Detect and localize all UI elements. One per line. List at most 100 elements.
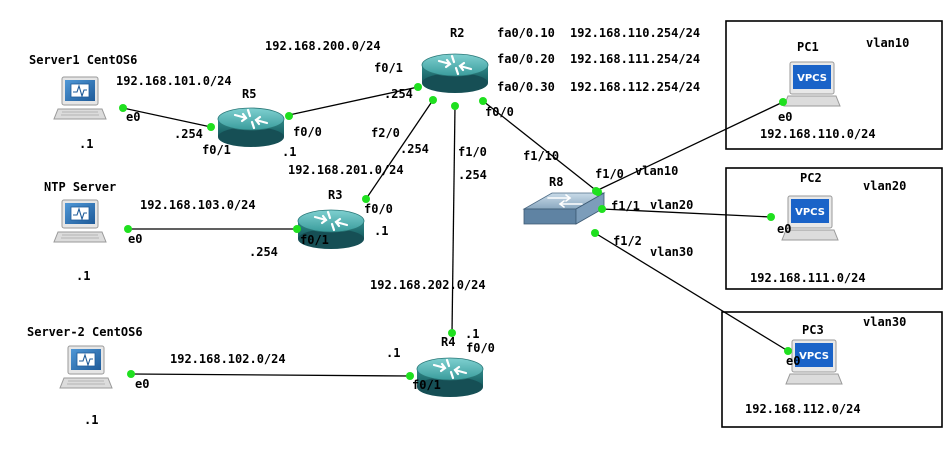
server2-ip: .1 [84, 413, 98, 427]
pc1-vlan: vlan10 [866, 36, 909, 50]
r4-ip1a: .1 [465, 327, 479, 341]
link-r2-r4 [451, 105, 456, 334]
pc2-vlan: vlan20 [863, 179, 906, 193]
pc3-badge: VPCS [799, 351, 829, 362]
pc1-net: 192.168.110.0/24 [760, 127, 876, 141]
r5-router-icon[interactable] [216, 106, 286, 149]
server1-computer-icon[interactable] [53, 76, 107, 120]
pc1-badge: VPCS [797, 73, 827, 84]
dot-r4-f01 [406, 372, 414, 380]
r2-net200: 192.168.200.0/24 [265, 39, 381, 53]
ntp-server-computer-icon[interactable] [53, 199, 107, 243]
r4-name: R4 [441, 335, 455, 349]
dot-r5-f00 [285, 112, 293, 120]
r4-net202: 192.168.202.0/24 [370, 278, 486, 292]
r2-ip254b: .254 [400, 142, 429, 156]
labels: Server1 CentOS6 192.168.101.0/24 e0 .1 R… [27, 26, 909, 427]
r8-switch-icon[interactable] [522, 192, 606, 225]
vlan20-frame [725, 167, 943, 290]
r8-vlan30: vlan30 [650, 245, 693, 259]
link-r2-r8 [482, 100, 599, 193]
subif-1-ip: 192.168.110.254/24 [570, 26, 700, 40]
r2-ip254a: .254 [384, 87, 413, 101]
r4-f01: f0/1 [412, 378, 441, 392]
subif-3-ip: 192.168.112.254/24 [570, 80, 700, 94]
r3-net201: 192.168.201.0/24 [288, 163, 404, 177]
link-r2-r3 [365, 99, 434, 200]
server2-net: 192.168.102.0/24 [170, 352, 286, 366]
r3-name: R3 [328, 188, 342, 202]
r2-f01: f0/1 [374, 61, 403, 75]
r3-f01: f0/1 [300, 233, 329, 247]
dot-ntp-e0 [124, 225, 132, 233]
pc2-name: PC2 [800, 171, 822, 185]
r8-name: R8 [549, 175, 563, 189]
pc1-name: PC1 [797, 40, 819, 54]
ntp-iface: e0 [128, 232, 142, 246]
link-r5-r2 [288, 86, 419, 116]
server1-net: 192.168.101.0/24 [116, 74, 232, 88]
server2-iface: e0 [135, 377, 149, 391]
server1-name: Server1 CentOS6 [29, 53, 137, 67]
ntp-ip: .1 [76, 269, 90, 283]
r5-ip254: .254 [174, 127, 203, 141]
ntp-net: 192.168.103.0/24 [140, 198, 256, 212]
r2-router-icon[interactable] [420, 52, 490, 95]
pc1-vpcs-icon[interactable]: VPCS [783, 61, 841, 107]
pc1-iface: e0 [778, 110, 792, 124]
pc3-net: 192.168.112.0/24 [745, 402, 861, 416]
r8-f110: f1/10 [523, 149, 559, 163]
r4-f00: f0/0 [466, 341, 495, 355]
server1-iface: e0 [126, 110, 140, 124]
dot-r3-f00 [362, 195, 370, 203]
pc2-iface: e0 [777, 222, 791, 236]
pc2-vpcs-icon[interactable]: VPCS [781, 195, 839, 241]
dot-pc1-e0 [779, 98, 787, 106]
server1-ip: .1 [79, 137, 93, 151]
pc3-name: PC3 [802, 323, 824, 337]
subif-3-name: fa0/0.30 [497, 80, 555, 94]
link-server2-r4 [130, 373, 411, 377]
r5-name: R5 [242, 87, 256, 101]
pc3-vlan: vlan30 [863, 315, 906, 329]
r5-f01: f0/1 [202, 143, 231, 157]
dot-r2-f20 [429, 96, 437, 104]
pc2-net: 192.168.111.0/24 [750, 271, 866, 285]
r8-vlan10: vlan10 [635, 164, 678, 178]
pc2-badge: VPCS [795, 207, 825, 218]
ntp-name: NTP Server [44, 180, 116, 194]
dot-server2-e0 [127, 370, 135, 378]
dot-r8-f10 [592, 187, 600, 195]
vlan30-frame [721, 311, 943, 428]
r8-f12: f1/2 [613, 234, 642, 248]
r2-f20: f2/0 [371, 126, 400, 140]
r3-f00: f0/0 [364, 202, 393, 216]
link-r8-pc2 [601, 208, 772, 218]
pc3-vpcs-icon[interactable]: VPCS [785, 339, 843, 385]
dot-pc2-e0 [767, 213, 775, 221]
subif-2-ip: 192.168.111.254/24 [570, 52, 700, 66]
subif-2-name: fa0/0.20 [497, 52, 555, 66]
dot-r3-f01 [293, 225, 301, 233]
subif-1-name: fa0/0.10 [497, 26, 555, 40]
r8-f10: f1/0 [595, 167, 624, 181]
r2-f10: f1/0 [458, 145, 487, 159]
r3-ip1: .1 [374, 224, 388, 238]
dot-r8-f11 [598, 205, 606, 213]
link-r8-pc3 [594, 232, 789, 352]
dot-r2-f01 [414, 83, 422, 91]
dot-pc3-e0 [784, 347, 792, 355]
r8-vlan20: vlan20 [650, 198, 693, 212]
link-server1-r5 [122, 107, 212, 128]
r3-ip254: .254 [249, 245, 278, 259]
dot-r4-f00 [448, 329, 456, 337]
r5-ip1: .1 [282, 145, 296, 159]
r2-ip254c: .254 [458, 168, 487, 182]
server2-computer-icon[interactable] [59, 345, 113, 389]
r4-ip1b: .1 [386, 346, 400, 360]
r8-f11: f1/1 [611, 199, 640, 213]
dot-r2-f10 [451, 102, 459, 110]
vlan10-frame [725, 20, 943, 150]
dot-r2-f00 [479, 97, 487, 105]
